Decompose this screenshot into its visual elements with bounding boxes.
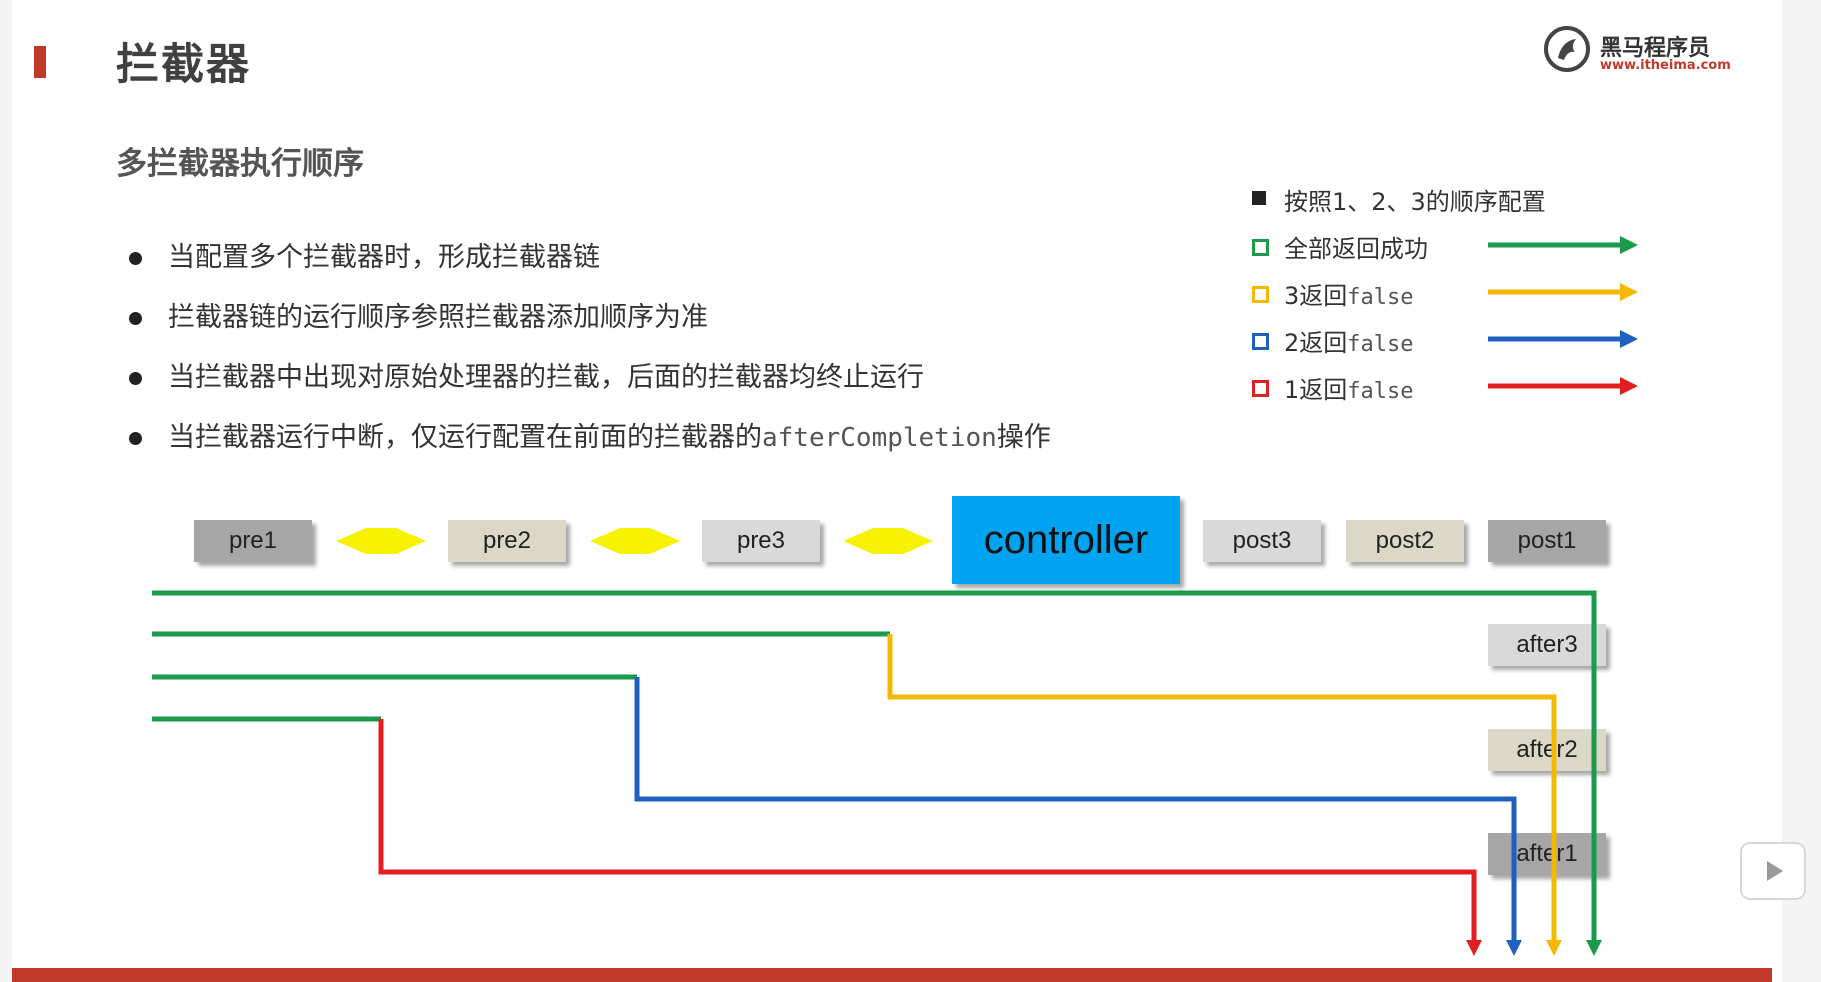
connector-diamond-icon: [590, 528, 680, 554]
bullet-text: 拦截器链的运行顺序参照拦截器添加顺序为准: [168, 302, 708, 333]
legend-header-row: 按照1、2、3的顺序配置: [1250, 176, 1650, 223]
bullet-dot-icon: [129, 432, 142, 445]
legend-label-prefix: 3返回: [1284, 282, 1348, 310]
blue-arrow-icon: [1488, 330, 1638, 348]
legend-item-1-false: 1返回false: [1250, 364, 1650, 411]
brand-url: www.itheima.com: [1600, 58, 1731, 73]
post3-box: post3: [1203, 520, 1321, 562]
filled-square-icon: [1252, 191, 1266, 205]
yellow-arrow-icon: [1488, 283, 1638, 301]
green-square-icon: [1252, 239, 1269, 256]
legend-code: false: [1347, 379, 1414, 404]
connector-diamond-icon: [843, 528, 933, 554]
bullet-text: 当配置多个拦截器时，形成拦截器链: [168, 242, 600, 273]
legend-code: false: [1347, 285, 1414, 310]
page-title: 拦截器: [116, 40, 251, 90]
legend: 按照1、2、3的顺序配置 全部返回成功 3返回false 2返回false 1返…: [1250, 176, 1650, 411]
bullet-dot-icon: [129, 252, 142, 265]
title-accent-bar: [34, 46, 46, 78]
legend-label-prefix: 1返回: [1284, 376, 1348, 404]
right-margin: [1782, 0, 1821, 982]
post2-box: post2: [1346, 520, 1464, 562]
red-arrow-icon: [1488, 377, 1638, 395]
section-subtitle: 多拦截器执行顺序: [116, 146, 364, 182]
after2-box: after2: [1488, 729, 1606, 771]
bullet-code: afterCompletion: [762, 423, 997, 453]
connector-diamond-icon: [336, 528, 426, 554]
legend-header: 按照1、2、3的顺序配置: [1284, 188, 1546, 216]
legend-item-2-false: 2返回false: [1250, 317, 1650, 364]
brand-name: 黑马程序员: [1600, 36, 1711, 61]
blue-square-icon: [1252, 333, 1269, 350]
bullet-item: 当拦截器运行中断，仅运行配置在前面的拦截器的afterCompletion操作: [116, 416, 1051, 476]
legend-label: 2返回false: [1284, 323, 1414, 358]
controller-box: controller: [952, 496, 1180, 584]
bullet-list: 当配置多个拦截器时，形成拦截器链 拦截器链的运行顺序参照拦截器添加顺序为准 当拦…: [116, 236, 1051, 476]
red-square-icon: [1252, 380, 1269, 397]
bullet-item: 当配置多个拦截器时，形成拦截器链: [116, 236, 1051, 296]
legend-label: 全部返回成功: [1284, 235, 1428, 263]
post1-box: post1: [1488, 520, 1606, 562]
pre2-box: pre2: [448, 520, 566, 562]
legend-label: 1返回false: [1284, 370, 1414, 405]
bullet-dot-icon: [129, 372, 142, 385]
left-margin: [0, 0, 12, 982]
bullet-text: 操作: [996, 422, 1051, 453]
legend-label-prefix: 2返回: [1284, 329, 1348, 357]
bullet-text: 当拦截器运行中断，仅运行配置在前面的拦截器的: [168, 422, 762, 453]
bullet-item: 拦截器链的运行顺序参照拦截器添加顺序为准: [116, 296, 1051, 356]
legend-item-3-false: 3返回false: [1250, 270, 1650, 317]
bullet-text: 当拦截器中出现对原始处理器的拦截，后面的拦截器均终止运行: [168, 362, 924, 393]
green-arrow-icon: [1488, 236, 1638, 254]
pre3-box: pre3: [702, 520, 820, 562]
legend-code: false: [1347, 332, 1414, 357]
legend-label: 3返回false: [1284, 276, 1414, 311]
play-button[interactable]: [1740, 842, 1806, 900]
pre1-box: pre1: [194, 520, 312, 562]
bottom-accent-bar: [12, 968, 1772, 982]
yellow-square-icon: [1252, 286, 1269, 303]
play-icon: [1767, 861, 1783, 881]
bullet-dot-icon: [129, 312, 142, 325]
after1-box: after1: [1488, 833, 1606, 875]
legend-item-all-success: 全部返回成功: [1250, 223, 1650, 270]
bullet-item: 当拦截器中出现对原始处理器的拦截，后面的拦截器均终止运行: [116, 356, 1051, 416]
brand-logo: 黑马程序员 www.itheima.com: [1544, 22, 1734, 82]
after3-box: after3: [1488, 624, 1606, 666]
horse-logo-icon: [1544, 26, 1590, 72]
